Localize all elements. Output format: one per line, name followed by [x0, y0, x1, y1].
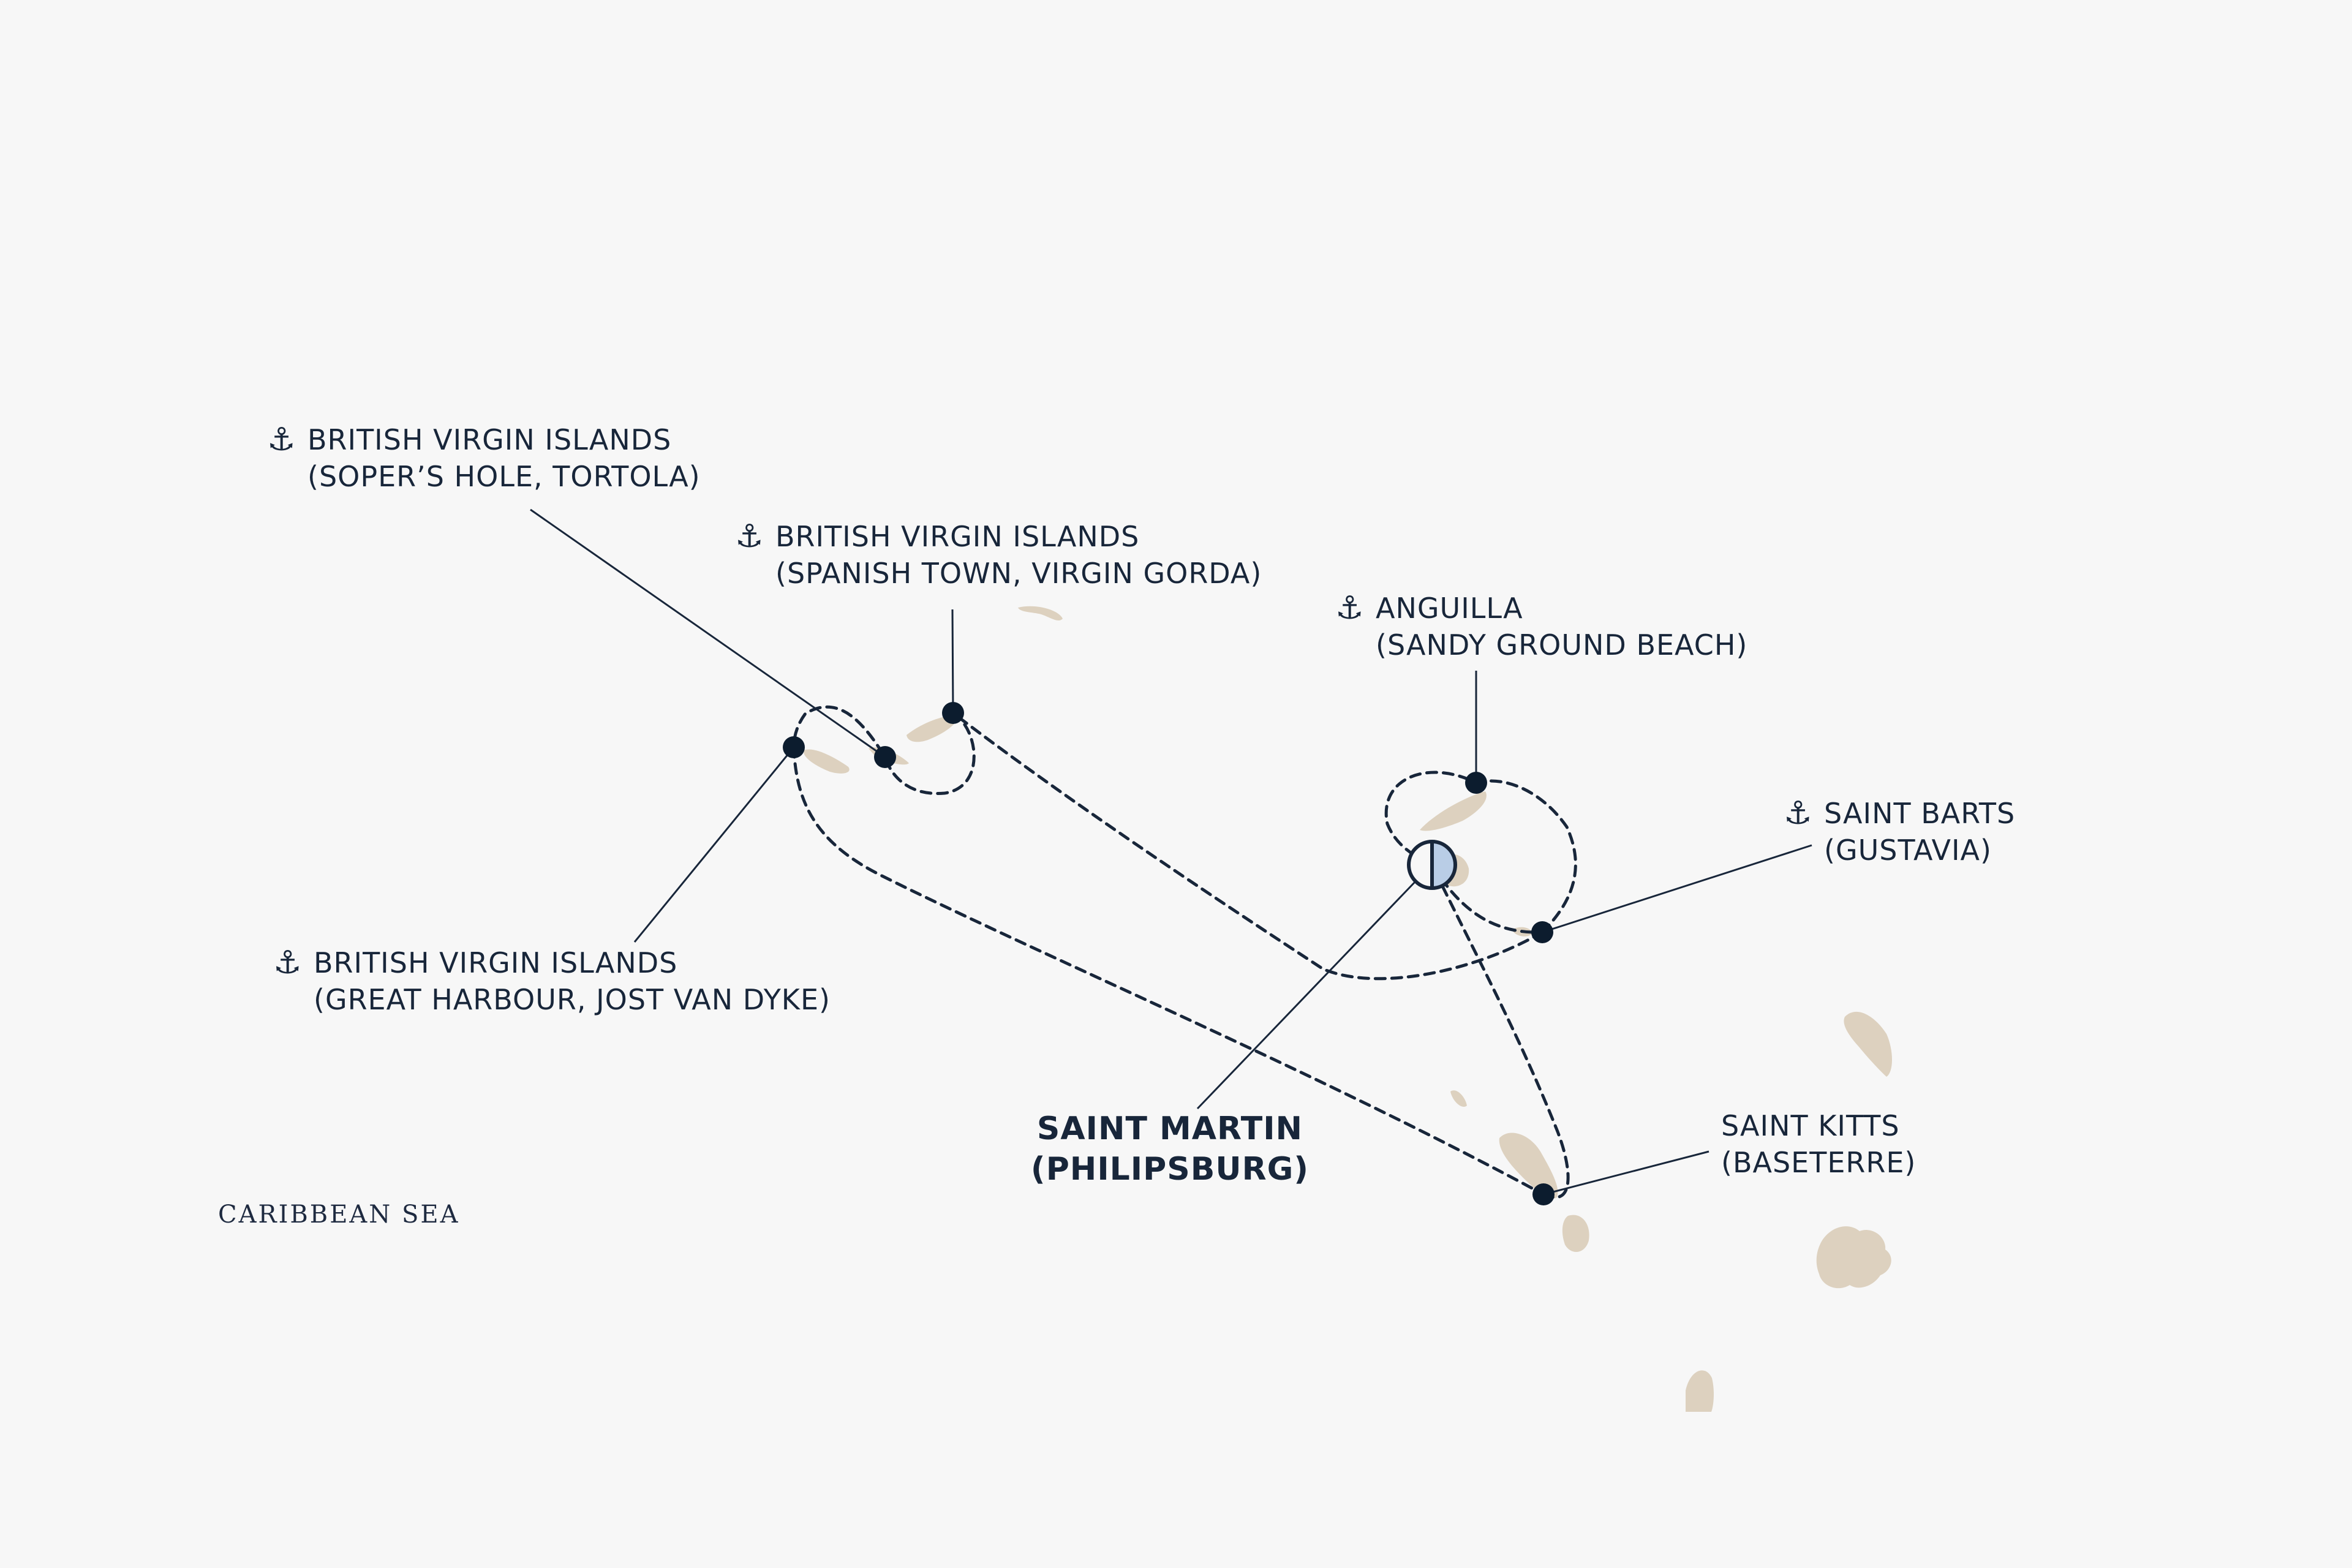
- port-label-saint-kitts: SAINT KITTS (BASETERRE): [1721, 1107, 1916, 1181]
- anchor-icon: ⚓: [267, 421, 296, 458]
- anchor-icon: ⚓: [1335, 590, 1365, 627]
- island-saint-kitts: [1499, 1133, 1558, 1199]
- port-name: ANGUILLA: [1376, 592, 1523, 625]
- island-nevis: [1562, 1215, 1589, 1253]
- port-label-spanish-town: ⚓ BRITISH VIRGIN ISLANDS (SPANISH TOWN, …: [735, 518, 1262, 592]
- port-location: (GREAT HARBOUR, JOST VAN DYKE): [314, 983, 831, 1016]
- port-dot-soper-hole[interactable]: [874, 746, 896, 768]
- port-label-soper-hole: ⚓ BRITISH VIRGIN ISLANDS (SOPER’S HOLE, …: [267, 421, 701, 495]
- island-barbuda: [1844, 1011, 1892, 1077]
- anchor-icon: ⚓: [735, 518, 764, 555]
- island-saba: [1450, 1090, 1467, 1107]
- island-antigua: [1816, 1226, 1891, 1289]
- island-virgin-gorda: [907, 716, 957, 742]
- leader-soper-hole: [530, 508, 886, 758]
- leader-great-harbour: [633, 747, 795, 943]
- home-port-name: SAINT MARTIN: [1036, 1110, 1303, 1147]
- leader-spanish-town: [951, 609, 954, 714]
- port-label-anguilla: ⚓ ANGUILLA (SANDY GROUND BEACH): [1335, 590, 1748, 663]
- island-jost-van-dyke: [803, 749, 850, 774]
- leader-saint-barts: [1542, 844, 1812, 933]
- anchor-icon: ⚓: [273, 944, 303, 981]
- port-dot-anguilla[interactable]: [1465, 772, 1487, 794]
- leader-lines: [530, 508, 1812, 1196]
- port-dot-great-harbour[interactable]: [783, 736, 805, 758]
- half-filled-circle-icon[interactable]: [1407, 840, 1457, 890]
- port-location: (SOPER’S HOLE, TORTOLA): [307, 460, 701, 493]
- port-name: SAINT KITTS: [1721, 1109, 1900, 1142]
- anchor-icon: ⚓: [1784, 795, 1813, 832]
- island-anegada: [1018, 606, 1063, 620]
- home-port-location: (PHILIPSBURG): [1030, 1151, 1310, 1188]
- port-location: (GUSTAVIA): [1824, 834, 1992, 867]
- port-label-great-harbour: ⚓ BRITISH VIRGIN ISLANDS (GREAT HARBOUR,…: [273, 944, 831, 1018]
- route-jvd-to-saint-kitts: [792, 745, 1545, 1196]
- leader-saint-kitts: [1543, 1150, 1709, 1196]
- island-montserrat: [1686, 1370, 1714, 1412]
- sea-label: CARIBBEAN SEA: [218, 1200, 460, 1229]
- port-dot-saint-barts[interactable]: [1531, 921, 1553, 943]
- port-markers: [783, 702, 1555, 1205]
- port-name: BRITISH VIRGIN ISLANDS: [775, 520, 1140, 553]
- home-port-label: SAINT MARTIN (PHILIPSBURG): [1005, 1109, 1335, 1189]
- port-location: (SPANISH TOWN, VIRGIN GORDA): [775, 557, 1262, 590]
- port-name: BRITISH VIRGIN ISLANDS: [307, 423, 672, 456]
- port-location: (SANDY GROUND BEACH): [1376, 628, 1748, 662]
- port-label-saint-barts: ⚓ SAINT BARTS (GUSTAVIA): [1784, 795, 2016, 869]
- route-anguilla-to-virgin-gorda: [951, 711, 1544, 981]
- port-dot-saint-kitts[interactable]: [1532, 1183, 1555, 1205]
- port-dot-spanish-town[interactable]: [942, 702, 964, 724]
- leader-saint-martin: [1196, 881, 1416, 1110]
- port-name: BRITISH VIRGIN ISLANDS: [314, 946, 678, 979]
- port-location: (BASETERRE): [1721, 1146, 1917, 1179]
- island-anguilla: [1420, 791, 1487, 831]
- port-name: SAINT BARTS: [1824, 797, 2016, 830]
